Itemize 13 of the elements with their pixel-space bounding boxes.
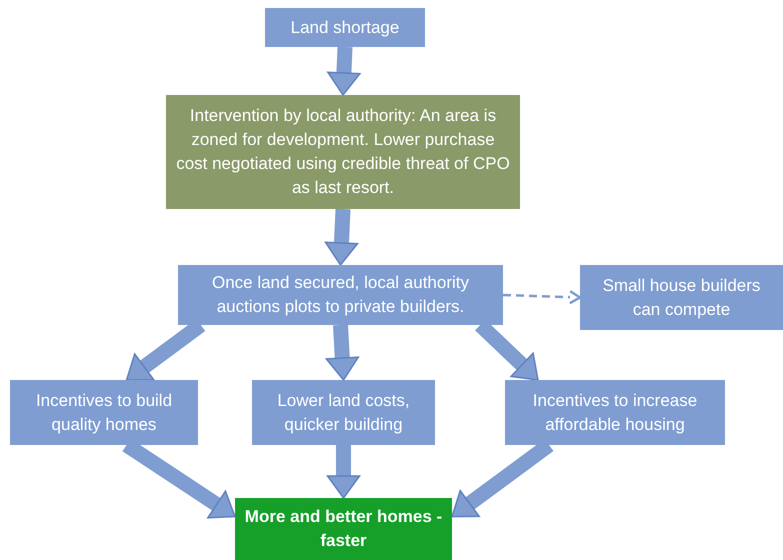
process-box: Incentives to increase affordable housing	[505, 380, 725, 445]
process-box: Once land secured, local authority auctions plots to private builders.	[178, 265, 503, 325]
arrow	[502, 290, 582, 304]
process-box: Intervention by local authority: An area is zoned for development. Lower purchase cost negotiated using credible threat of CPO as last resort.	[166, 95, 520, 209]
process-box: Incentives to build quality homes	[10, 380, 198, 445]
process-box: Land shortage	[265, 8, 425, 47]
arrow	[327, 46, 361, 96]
arrow	[326, 324, 360, 381]
arrow	[326, 445, 360, 499]
process-box: More and better homes - faster	[235, 498, 452, 560]
process-box: Small house builders can compete	[580, 265, 783, 330]
process-box: Lower land costs, quicker building	[252, 380, 435, 445]
arrow	[324, 208, 358, 266]
